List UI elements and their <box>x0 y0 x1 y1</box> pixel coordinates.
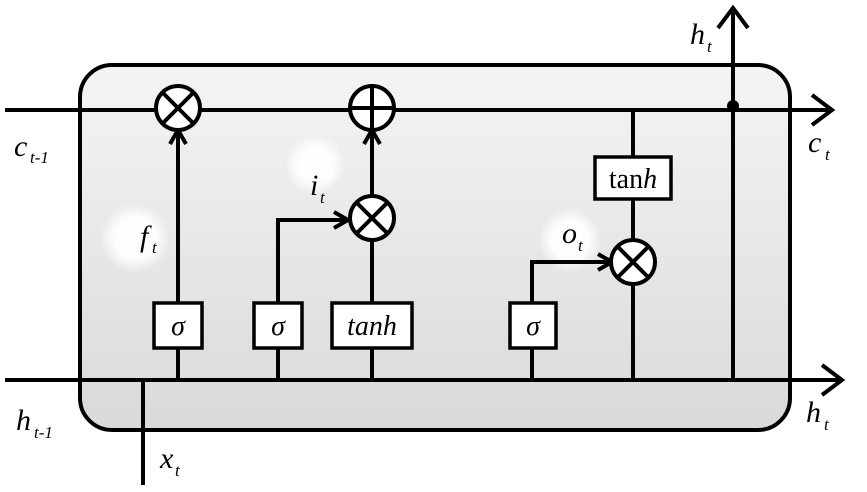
svg-text:c: c <box>808 126 821 159</box>
label-o: o t <box>562 217 584 255</box>
input-gate-arrowhead <box>333 210 353 230</box>
candidate-tanh-box: tanh <box>330 301 414 350</box>
svg-text:t: t <box>175 461 181 480</box>
label-h-top: h t <box>690 18 713 56</box>
label-i: i t <box>310 169 326 207</box>
cell-add-icon <box>348 84 396 132</box>
output-multiply-icon <box>609 238 657 286</box>
svg-text:h: h <box>690 18 705 51</box>
svg-text:x: x <box>159 442 174 475</box>
svg-text:i: i <box>310 169 318 202</box>
input-multiply-icon <box>348 194 396 242</box>
svg-text:σ: σ <box>171 311 186 342</box>
svg-text:t: t <box>320 188 326 207</box>
junction-dot <box>727 100 739 112</box>
highlight <box>538 208 602 272</box>
svg-text:h: h <box>16 404 31 437</box>
svg-text:σ: σ <box>526 311 541 342</box>
output-up-arrowhead <box>716 4 750 30</box>
hidden-state-arrowhead <box>820 363 846 397</box>
svg-text:tanh: tanh <box>609 164 657 195</box>
label-h-prev: h t-1 <box>16 404 53 442</box>
svg-text:tanh: tanh <box>347 311 397 342</box>
svg-text:t-1: t-1 <box>30 148 49 167</box>
highlight <box>285 135 345 195</box>
svg-text:σ: σ <box>271 311 286 342</box>
svg-text:t: t <box>824 415 830 434</box>
output-sigma-box: σ <box>508 301 558 350</box>
label-c-next: c t <box>808 126 831 164</box>
highlight <box>100 203 170 273</box>
label-c-prev: c t-1 <box>14 130 49 167</box>
forget-sigma-box: σ <box>152 301 204 350</box>
label-x: x t <box>159 442 181 480</box>
svg-text:t-1: t-1 <box>34 423 53 442</box>
input-sigma-box: σ <box>252 301 304 350</box>
svg-text:o: o <box>562 217 577 250</box>
svg-text:t: t <box>152 238 158 257</box>
forget-multiply-icon <box>154 84 202 132</box>
svg-text:h: h <box>806 396 821 429</box>
svg-text:c: c <box>14 130 27 163</box>
cell-tanh-box: tanh <box>593 155 673 201</box>
cell-state-arrowhead <box>810 93 836 127</box>
label-h-next: h t <box>806 396 830 434</box>
svg-text:t: t <box>825 145 831 164</box>
output-to-h-line <box>631 284 733 382</box>
svg-text:t: t <box>707 37 713 56</box>
svg-text:t: t <box>578 236 584 255</box>
